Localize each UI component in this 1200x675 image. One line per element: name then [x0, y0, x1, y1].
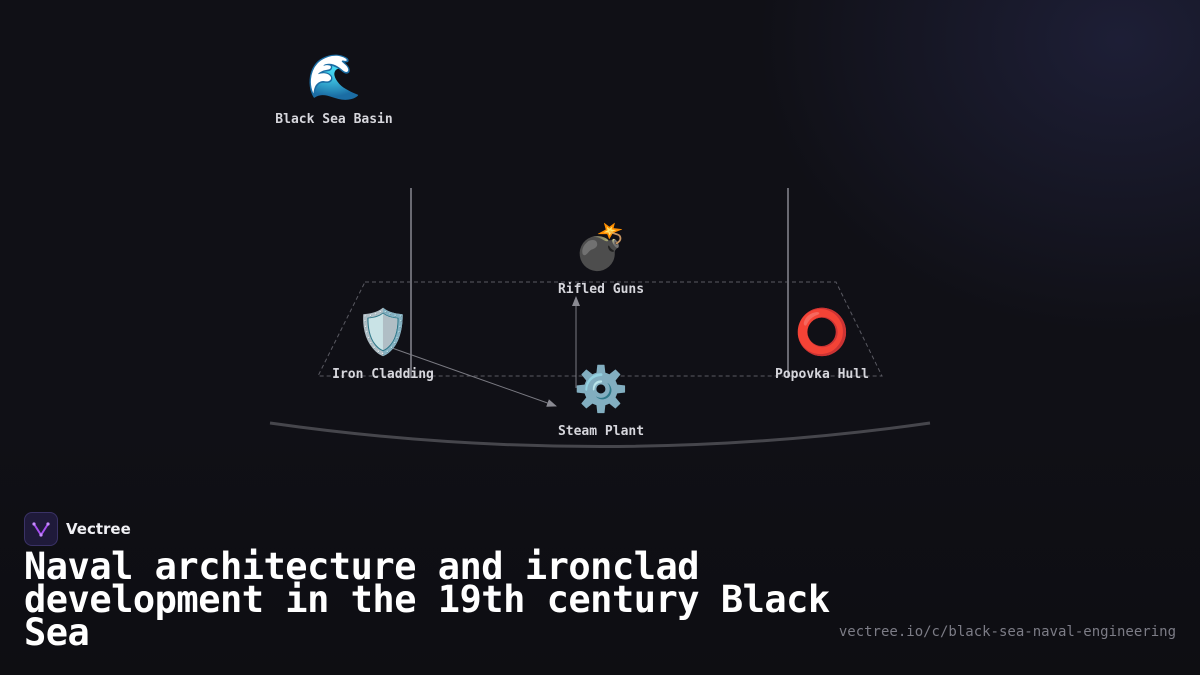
- node-black-sea-basin[interactable]: 🌊 Black Sea Basin: [264, 52, 404, 127]
- node-iron-cladding[interactable]: 🛡️ Iron Cladding: [318, 307, 448, 382]
- node-label: Popovka Hull: [775, 367, 869, 382]
- vectree-logo-icon: [24, 512, 58, 546]
- node-popovka-hull[interactable]: ⭕ Popovka Hull: [757, 307, 887, 382]
- wave-icon: 🌊: [306, 52, 362, 103]
- ring-icon: ⭕: [794, 307, 850, 358]
- deck-outline: [317, 281, 883, 377]
- node-label: Iron Cladding: [332, 367, 434, 382]
- page-title: Naval architecture and ironclad developm…: [24, 545, 830, 654]
- shield-icon: 🛡️: [355, 307, 411, 358]
- node-rifled-guns[interactable]: 💣 Rifled Guns: [536, 222, 666, 297]
- node-steam-plant[interactable]: ⚙️ Steam Plant: [536, 364, 666, 439]
- source-url[interactable]: vectree.io/c/black-sea-naval-engineering: [838, 624, 1176, 640]
- hull-keel-curve: [269, 421, 931, 448]
- node-label: Steam Plant: [557, 424, 645, 439]
- node-label: Rifled Guns: [557, 282, 645, 297]
- edge-iron-cladding-to-steam-plant: [391, 347, 557, 407]
- node-label: Black Sea Basin: [275, 112, 393, 127]
- brand[interactable]: Vectree: [24, 512, 131, 546]
- gear-icon: ⚙️: [573, 364, 629, 415]
- bomb-icon: 💣: [573, 222, 629, 273]
- brand-name: Vectree: [66, 520, 131, 538]
